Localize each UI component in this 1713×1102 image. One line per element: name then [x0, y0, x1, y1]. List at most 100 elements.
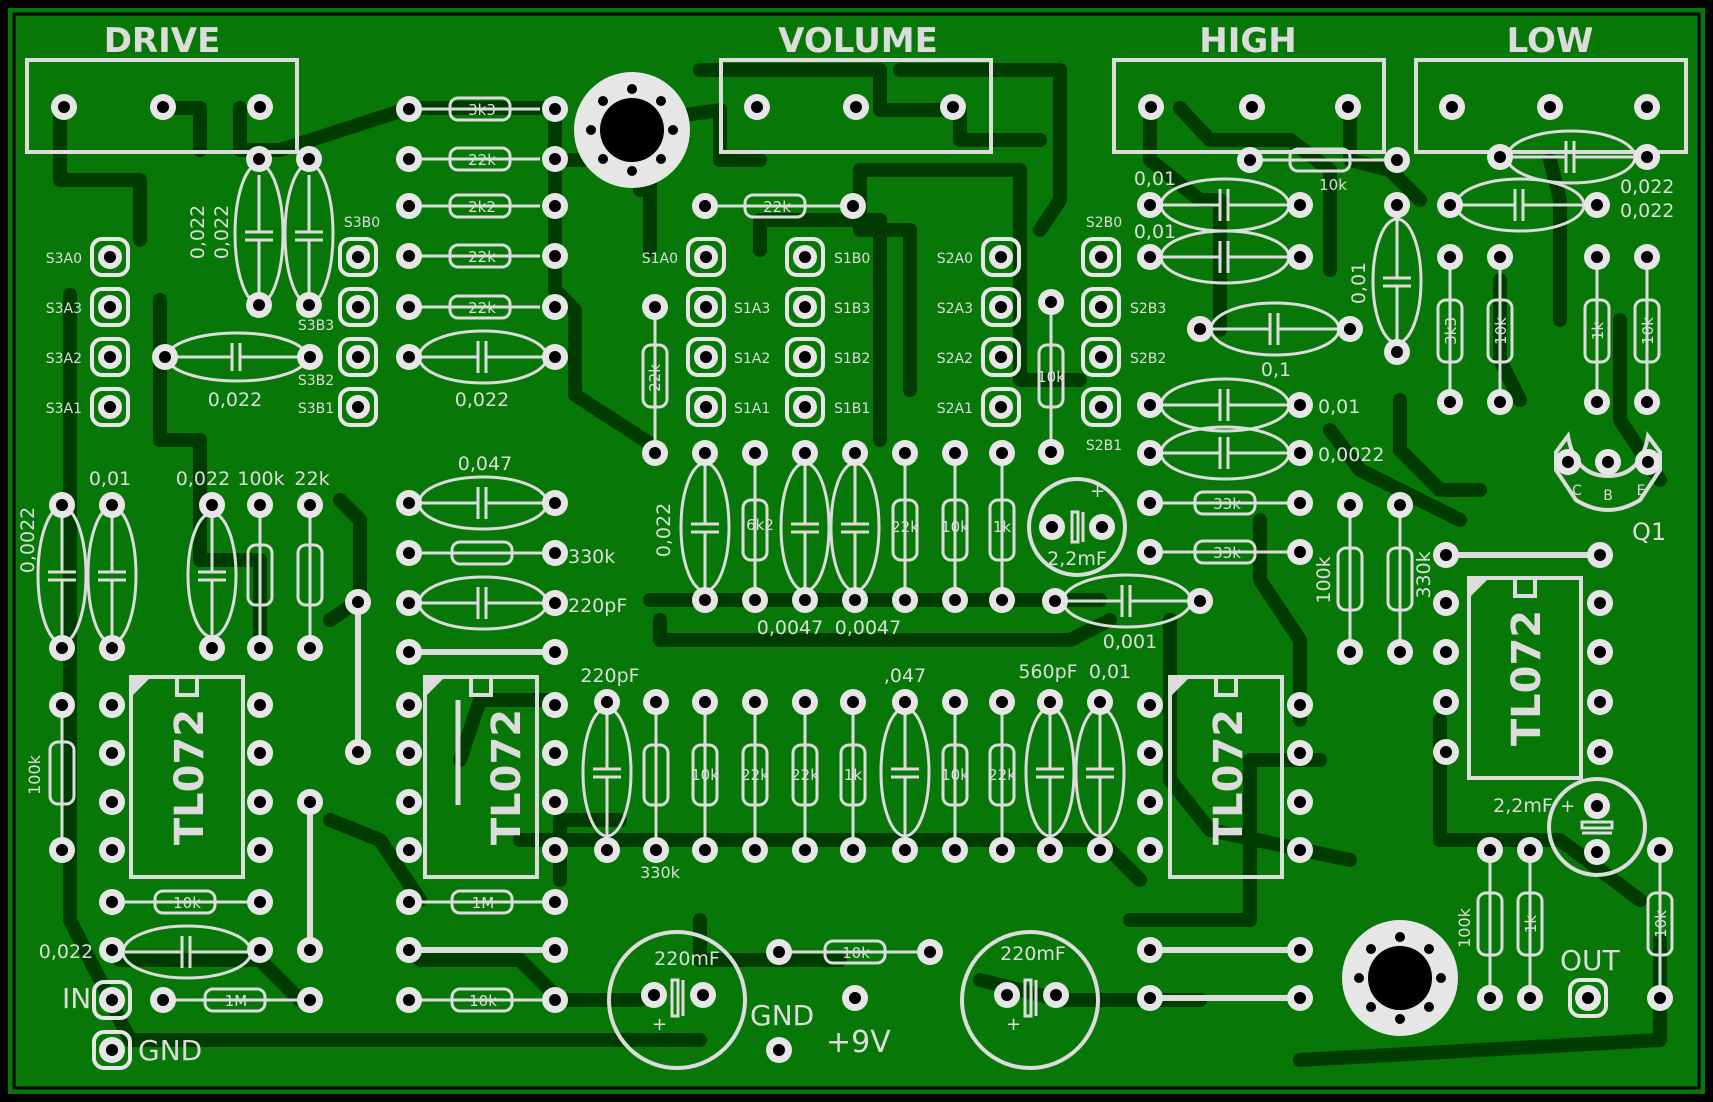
- switch-pad-label: S1B0: [834, 251, 870, 267]
- resistor-value: 1k: [1522, 915, 1540, 934]
- value-label: 220pF: [580, 665, 639, 687]
- resistor-value: 10k: [469, 992, 497, 1010]
- switch-pad-label: S3A1: [46, 401, 82, 417]
- value-label: ,047: [884, 665, 926, 687]
- vertical-resistors: [48, 260, 1674, 1000]
- transistor-pin-label: C: [1572, 483, 1582, 499]
- switch-pad-label: S2A3: [937, 301, 973, 317]
- resistor-value: 3k3: [468, 101, 496, 119]
- ic-label: TL072: [1206, 709, 1252, 845]
- value-label: 0,001: [1103, 631, 1157, 653]
- resistor-value: 22k: [741, 766, 769, 784]
- value-label: 0,0022: [1318, 444, 1384, 466]
- resistor-value: 22k: [468, 151, 496, 169]
- input-label: IN: [62, 982, 91, 1015]
- value-label: 2,2mF: [1047, 548, 1107, 570]
- value-label: 220mF: [654, 948, 720, 970]
- switch-s1a: S1A0 S1A3 S1A2 S1A1: [642, 237, 770, 427]
- value-label: 330k: [1413, 551, 1435, 598]
- switch-s3a: S3A0 S3A3 S3A2 S3A1: [46, 237, 130, 427]
- resistor-value: 1M: [472, 894, 495, 912]
- resistor-column-top: [420, 96, 540, 320]
- switch-pad-label: S2B2: [1130, 351, 1166, 367]
- value-label: 0,0047: [835, 617, 901, 639]
- ic-u2: TL072: [423, 675, 539, 879]
- resistor-value: 10k: [1639, 317, 1657, 345]
- switch-pad-label: S3B0: [344, 215, 380, 231]
- resistor-value: 10k: [173, 894, 201, 912]
- resistor-value: 2k2: [468, 198, 496, 216]
- resistor-value: 22k: [791, 766, 819, 784]
- switch-s1b: S1B0 S1B3 S1B2 S1B1: [785, 237, 870, 427]
- value-label: 560pF: [1018, 661, 1077, 683]
- resistor-value: 10k: [842, 944, 870, 962]
- value-label: 0,022: [208, 389, 262, 411]
- switch-pad-label: S3A0: [46, 251, 82, 267]
- power-9v-label: +9V: [826, 1025, 891, 1060]
- svg-text:+: +: [652, 1014, 667, 1035]
- electrolytic-caps: [607, 477, 1647, 1070]
- output-label: OUT: [1560, 944, 1621, 977]
- resistor-value: 22k: [646, 364, 664, 392]
- svg-text:+: +: [1090, 481, 1105, 502]
- value-label: 22k: [294, 468, 329, 490]
- resistor-value: 22k: [891, 518, 919, 536]
- pot-low-label: LOW: [1507, 21, 1594, 61]
- pot-drive: DRIVE: [25, 21, 299, 154]
- switch-pad-label: S3B1: [298, 401, 334, 417]
- resistor-value: 10k: [1037, 368, 1065, 386]
- switch-pad-label: S3B2: [298, 373, 334, 389]
- value-label: 0,01: [1089, 661, 1131, 683]
- ic-label: TL072: [1504, 610, 1550, 746]
- value-label: 0,022: [39, 941, 93, 963]
- value-label: 0,01: [1318, 396, 1360, 418]
- value-label: 100k: [25, 754, 44, 795]
- resistor-value: 10k: [1652, 910, 1670, 938]
- value-label: 0,01: [1134, 221, 1176, 243]
- svg-text:+: +: [1006, 1014, 1021, 1035]
- transistor-pin-label: B: [1603, 488, 1613, 504]
- switch-pad-label: S1A2: [734, 351, 770, 367]
- value-label: 0,022: [1620, 176, 1674, 198]
- switch-pad-label: S3B3: [298, 318, 334, 334]
- resistor-value: 22k: [988, 766, 1016, 784]
- ground-power-label: GND: [750, 999, 814, 1032]
- switch-pad-label: S1A1: [734, 401, 770, 417]
- ic-u3: TL072: [1168, 675, 1284, 879]
- resistor-value: 10k: [1492, 317, 1510, 345]
- value-label: 100k: [1455, 907, 1474, 948]
- resistor-value: 1k: [1589, 322, 1607, 341]
- resistor-value: 3k3: [1442, 317, 1460, 345]
- resistor-value: 10k: [1319, 176, 1347, 194]
- resistor-value: 10k: [691, 766, 719, 784]
- value-label: 0,047: [458, 453, 512, 475]
- resistor-value: 10k: [941, 518, 969, 536]
- value-label: 0,022: [653, 503, 675, 557]
- transistor-q1: C B E Q1: [1554, 431, 1666, 546]
- resistor-value: 22k: [763, 198, 791, 216]
- switch-pad-label: S1B2: [834, 351, 870, 367]
- value-label: 100k: [237, 468, 284, 490]
- pot-high-label: HIGH: [1199, 21, 1296, 61]
- switch-pad-label: S2A1: [937, 401, 973, 417]
- resistor-value: 10k: [941, 766, 969, 784]
- resistor-value: 6k2: [746, 516, 774, 534]
- value-label: 0,022: [211, 205, 233, 259]
- value-label: 330k: [568, 546, 615, 568]
- transistor-name: Q1: [1632, 518, 1666, 546]
- switch-s3b: S3B0 S3B3 S3B2 S3B1: [298, 215, 380, 427]
- value-label: 220pF: [568, 595, 627, 617]
- ground-input-label: GND: [138, 1034, 202, 1067]
- switch-pad-label: S1A0: [642, 251, 678, 267]
- resistor-value: 33k: [1213, 495, 1241, 513]
- resistor-value: 22k: [468, 248, 496, 266]
- transistor-pin-label: E: [1637, 483, 1646, 499]
- mounting-hole-top: [574, 72, 690, 188]
- wire-jumpers: [307, 552, 1600, 1001]
- value-label: 0,0022: [17, 507, 39, 573]
- pot-volume: VOLUME: [719, 21, 993, 154]
- value-label: 220mF: [1000, 943, 1066, 965]
- value-label: 2,2mF: [1493, 795, 1553, 817]
- ic-u4: TL072: [1467, 576, 1583, 780]
